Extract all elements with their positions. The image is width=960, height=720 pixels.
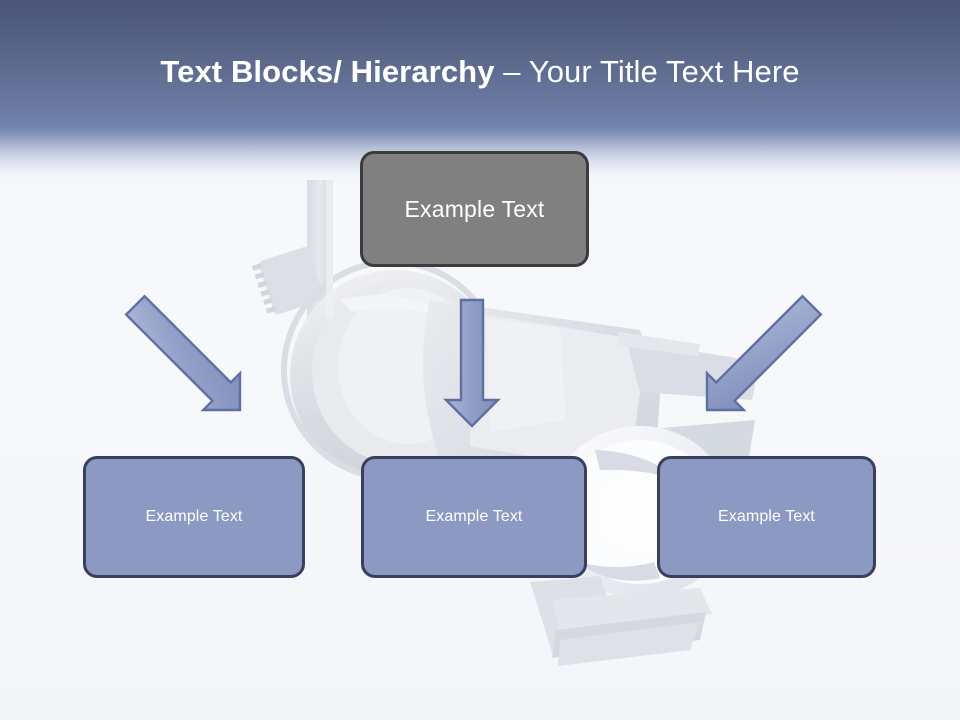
hierarchy-parent-label: Example Text bbox=[404, 195, 545, 222]
hierarchy-child-box-3[interactable]: Example Text bbox=[657, 456, 876, 578]
page-title-regular: Your Title Text Here bbox=[528, 54, 800, 89]
page-title-separator: – bbox=[494, 54, 529, 89]
hierarchy-parent-box[interactable]: Example Text bbox=[360, 151, 589, 267]
header-band bbox=[0, 0, 960, 180]
hierarchy-child-box-1[interactable]: Example Text bbox=[83, 456, 305, 578]
hierarchy-child-label-2: Example Text bbox=[425, 508, 523, 525]
hierarchy-child-label-3: Example Text bbox=[718, 508, 815, 525]
hierarchy-child-label-1: Example Text bbox=[145, 508, 243, 525]
page-title-bold: Text Blocks/ Hierarchy bbox=[160, 54, 495, 89]
page-title: Text Blocks/ Hierarchy – Your Title Text… bbox=[0, 52, 960, 92]
hierarchy-child-box-2[interactable]: Example Text bbox=[361, 456, 587, 578]
